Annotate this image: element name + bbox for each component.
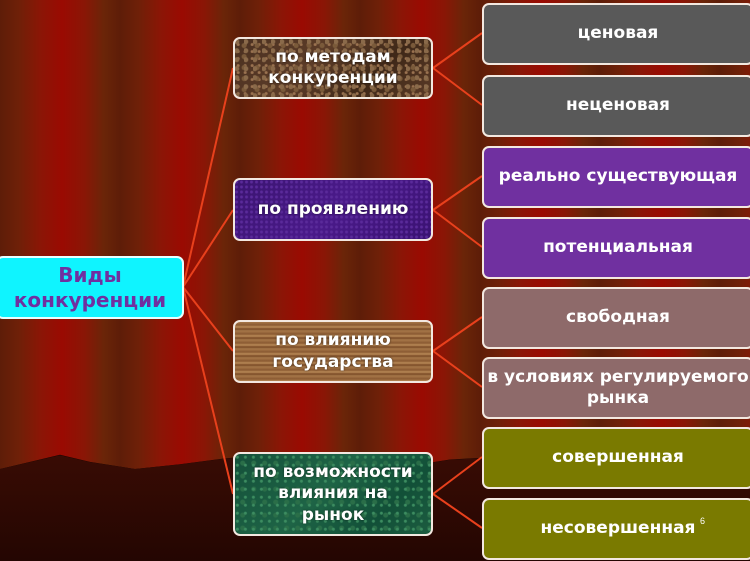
leaf-non-price: неценовая	[482, 75, 750, 137]
leaf-label: ценовая	[577, 23, 659, 44]
root-label-line1: Виды	[58, 262, 122, 287]
leaf-label: несовершенная	[540, 518, 696, 539]
leaf-label-line: в условиях регулируемого	[487, 366, 749, 387]
leaf-label: потенциальная	[543, 237, 693, 258]
root-node-types-of-competition: Виды конкуренции	[0, 256, 184, 319]
category-by-state-influence: по влиянию государства	[233, 320, 433, 383]
category-label-line: государства	[272, 351, 394, 372]
category-label-line: рынок	[301, 504, 365, 525]
leaf-imperfect: несовершенная	[482, 498, 750, 560]
category-label-line: конкуренции	[268, 68, 398, 88]
leaf-label: свободная	[566, 307, 670, 328]
category-label-line: по возможности	[253, 462, 413, 483]
leaf-price: ценовая	[482, 3, 750, 65]
category-label-line: по влиянию	[275, 330, 391, 351]
leaf-label-line: рынка	[586, 388, 650, 408]
root-label-line2: конкуренции	[13, 287, 167, 312]
leaf-label: реально существующая	[498, 166, 738, 187]
leaf-regulated-market: в условиях регулируемого рынка	[482, 357, 750, 419]
leaf-actually-existing: реально существующая	[482, 146, 750, 208]
slide-page-number: 6	[700, 516, 706, 526]
leaf-label: неценовая	[566, 95, 670, 116]
leaf-label: совершенная	[552, 447, 684, 468]
leaf-free: свободная	[482, 287, 750, 349]
category-label-line: по методам	[275, 46, 391, 67]
category-label-line: по проявлению	[257, 198, 409, 219]
leaf-potential: потенциальная	[482, 217, 750, 279]
leaf-perfect: совершенная	[482, 427, 750, 489]
category-by-manifestation: по проявлению	[233, 178, 433, 241]
category-by-market-influence: по возможности влияния на рынок	[233, 452, 433, 536]
category-label-line: влияния на	[278, 483, 388, 504]
category-by-methods: по методам конкуренции	[233, 37, 433, 99]
